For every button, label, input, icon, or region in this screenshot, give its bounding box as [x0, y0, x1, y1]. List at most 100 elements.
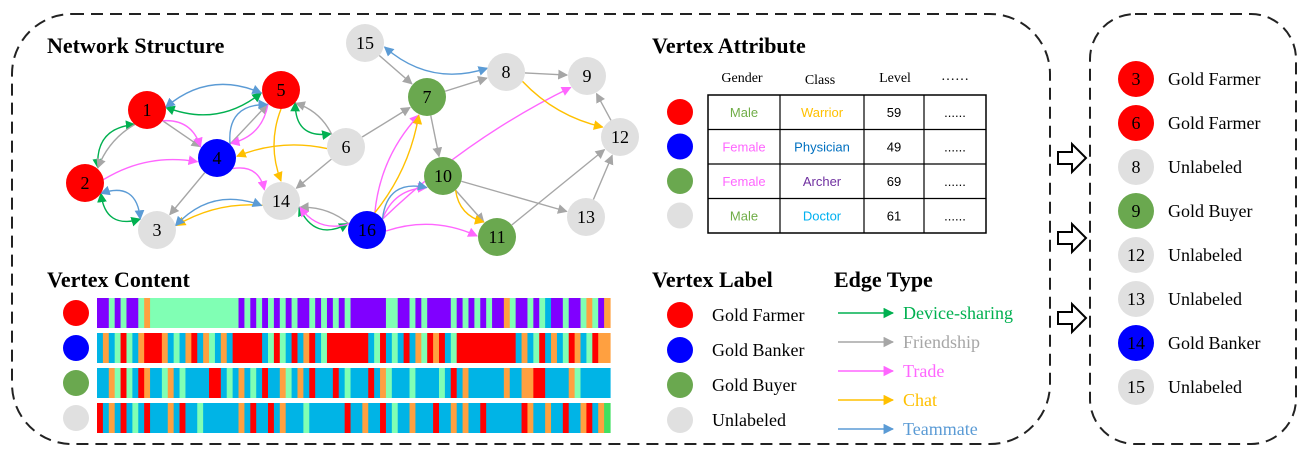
content-segment: [362, 403, 369, 433]
edge-trade: [374, 114, 420, 213]
content-segment: [173, 403, 181, 433]
content-segment: [197, 403, 204, 433]
content-segment: [244, 403, 251, 433]
content-segment: [120, 403, 128, 433]
content-segment: [167, 333, 175, 363]
content-segment: [497, 368, 505, 398]
content-segment: [598, 333, 605, 363]
content-segment: [397, 403, 405, 433]
content-segment: [586, 298, 593, 328]
edge-friend: [378, 54, 413, 85]
network-structure-title: Network Structure: [47, 33, 225, 58]
content-segment: [545, 333, 552, 363]
content-segment: [256, 333, 263, 363]
content-segment: [244, 368, 251, 398]
content-segment: [362, 333, 369, 363]
content-segment: [303, 333, 310, 363]
content-segment: [262, 403, 269, 433]
content-segment: [468, 298, 475, 328]
result-node: [1118, 325, 1154, 361]
result-node: [1118, 61, 1154, 97]
content-segment: [586, 368, 593, 398]
content-segment: [580, 403, 588, 433]
content-segment: [403, 298, 411, 328]
content-segment: [604, 333, 611, 363]
node-circle: [601, 118, 639, 156]
content-segment: [150, 298, 157, 328]
content-segment: [533, 333, 540, 363]
content-segment: [203, 403, 210, 433]
content-segment: [185, 403, 192, 433]
node-circle: [66, 164, 104, 202]
content-segment: [232, 333, 240, 363]
content-segment: [185, 368, 192, 398]
result-node-id: 9: [1132, 201, 1141, 221]
content-segment: [167, 403, 175, 433]
content-segment: [161, 368, 169, 398]
edge-legend-label: Device-sharing: [903, 303, 1013, 323]
edge-friend: [430, 115, 443, 158]
content-segment: [456, 333, 464, 363]
content-segment: [102, 403, 110, 433]
content-segment: [291, 333, 299, 363]
content-segment: [509, 368, 517, 398]
content-segment: [503, 368, 511, 398]
cell-more: ......: [944, 209, 966, 224]
content-segment: [150, 333, 157, 363]
content-segment: [144, 403, 151, 433]
content-segment: [173, 333, 181, 363]
content-segment: [539, 403, 546, 433]
content-segment: [102, 298, 110, 328]
content-segment: [197, 333, 204, 363]
edge-team: [99, 185, 145, 221]
content-segment: [497, 333, 505, 363]
content-segment: [539, 333, 546, 363]
class-swatch: [667, 133, 693, 160]
content-segment: [138, 403, 145, 433]
cell-level: 59: [887, 105, 901, 120]
edge-chat: [273, 108, 283, 182]
content-segment: [521, 333, 529, 363]
content-segment: [421, 333, 428, 363]
content-segment: [444, 403, 452, 433]
content-segment: [385, 333, 393, 363]
content-segment: [468, 333, 475, 363]
content-segment: [397, 298, 405, 328]
content-segment: [250, 368, 257, 398]
edge-type-legend: Device-sharingFriendshipTradeChatTeammat…: [838, 303, 1013, 439]
content-segment: [167, 298, 175, 328]
legend-label: Gold Banker: [712, 340, 804, 360]
node-label: 5: [277, 80, 286, 100]
content-segment: [374, 298, 381, 328]
content-segment: [515, 368, 523, 398]
content-segment: [450, 403, 458, 433]
content-segment: [309, 333, 316, 363]
content-segment: [551, 368, 558, 398]
content-segment: [315, 403, 322, 433]
content-segment: [350, 403, 358, 433]
edge-team: [381, 180, 428, 220]
content-segment: [315, 298, 322, 328]
content-segment: [268, 403, 275, 433]
output-arrows: [1057, 141, 1088, 335]
content-segment: [533, 368, 540, 398]
content-segment: [568, 298, 576, 328]
edge-legend-label: Friendship: [903, 332, 980, 352]
content-segment: [468, 368, 475, 398]
content-segment: [421, 298, 428, 328]
content-segment: [486, 368, 493, 398]
content-segment: [203, 298, 210, 328]
content-segment: [268, 298, 275, 328]
content-segment: [297, 368, 304, 398]
vertex-label-title: Vertex Label: [652, 267, 773, 292]
content-segment: [173, 368, 181, 398]
content-segment: [97, 368, 104, 398]
legend-swatch: [667, 407, 693, 433]
node-label: 9: [583, 66, 592, 86]
arrow-right-icon: [1057, 141, 1088, 175]
edge-friend: [361, 106, 411, 138]
content-segment: [273, 403, 281, 433]
result-node-id: 8: [1132, 157, 1141, 177]
result-node: [1118, 193, 1154, 229]
